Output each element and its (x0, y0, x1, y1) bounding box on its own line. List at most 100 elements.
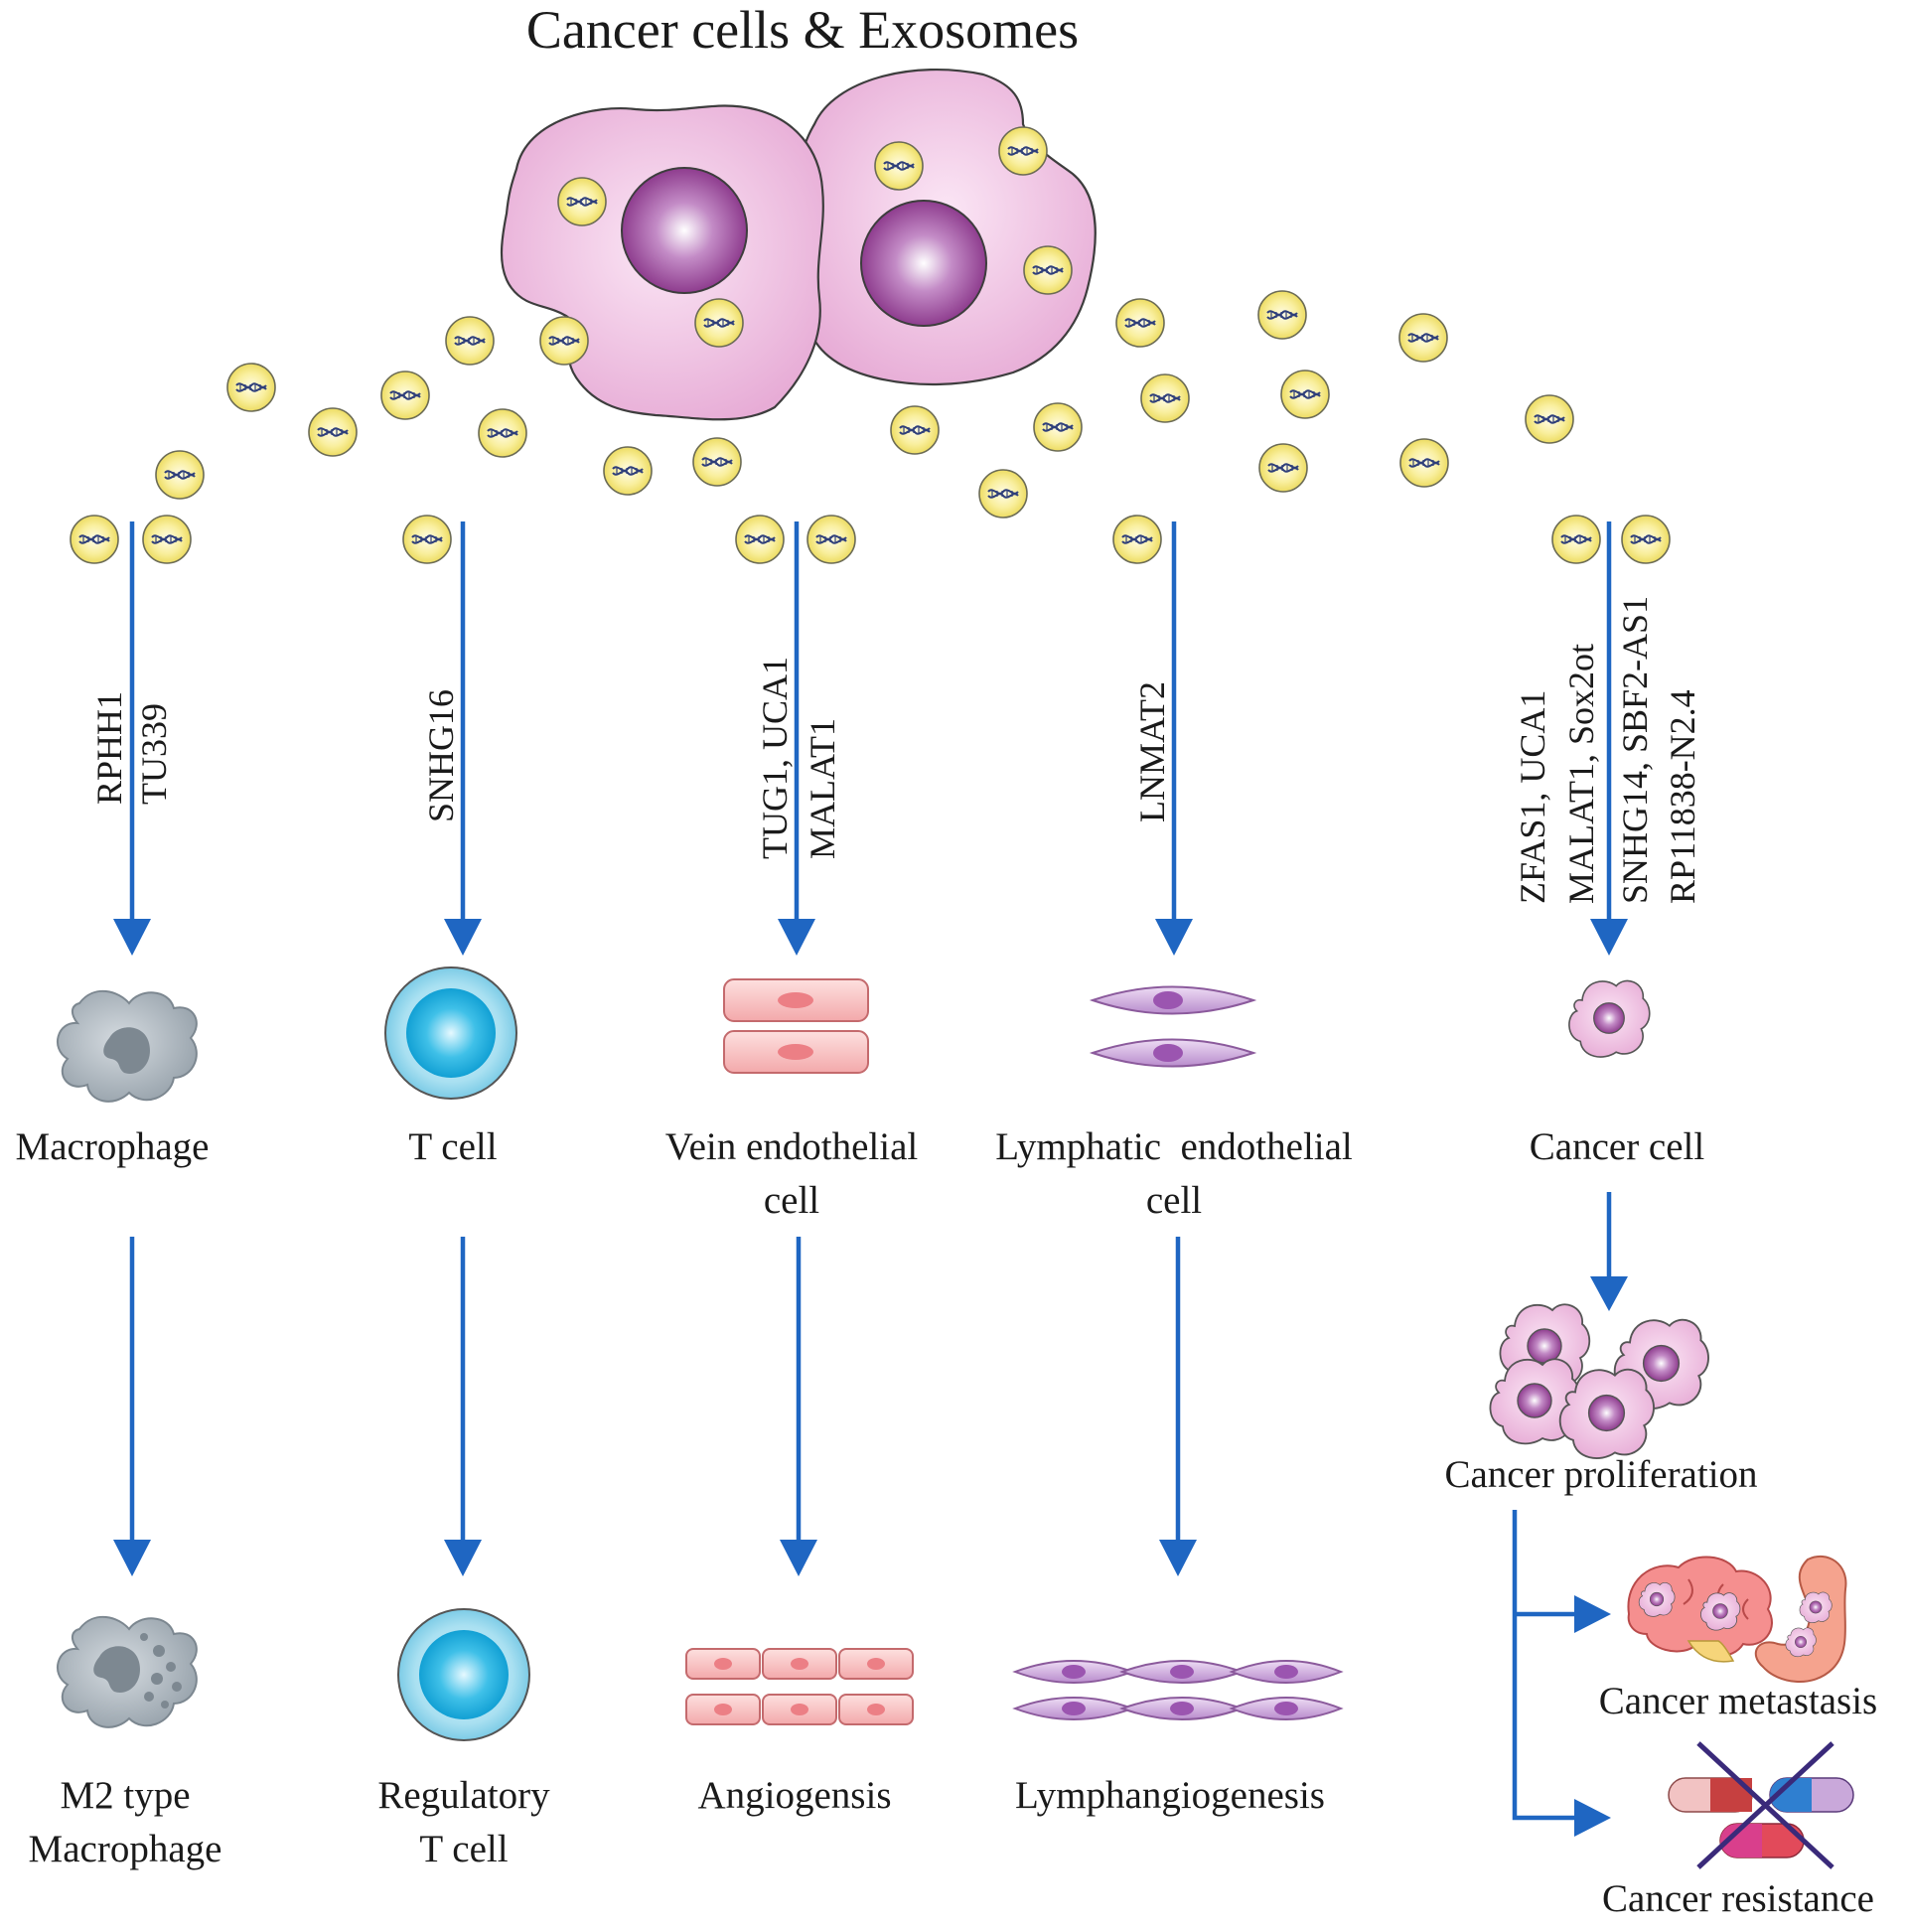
vein-cell-icon (762, 1648, 837, 1680)
lymph-cell-icon (1229, 1660, 1344, 1684)
pill-icon (1719, 1823, 1805, 1858)
label-treg-2: T cell (419, 1828, 508, 1870)
nucleus-right (860, 200, 987, 327)
exosome-icon (478, 408, 527, 458)
cancer-cells-cluster (500, 69, 1097, 421)
lncrna-macrophage-2: TU339 (134, 703, 174, 805)
exosome-icon (226, 363, 276, 412)
arrowhead-resistance (1574, 1799, 1611, 1837)
arrowhead-angio (780, 1540, 817, 1576)
lncrna-cancer-1: ZFAS1, UCA1 (1513, 690, 1552, 904)
arrowhead-cancer-cell (1590, 919, 1628, 956)
vein-cell-icon (838, 1648, 914, 1680)
exosome-icon (1280, 370, 1330, 419)
resistance-pills (1668, 1741, 1854, 1869)
exosome-icon (308, 407, 358, 457)
angiogenesis-cells (685, 1648, 914, 1725)
label-macrophage: Macrophage (16, 1125, 210, 1168)
exosome-icon (1525, 394, 1574, 444)
lncrna-cancer-3: SNHG14, SBF2-AS1 (1615, 596, 1655, 904)
lymph-cell-icon (1012, 1697, 1135, 1720)
exosome-icon (155, 450, 205, 500)
exosome-icon (874, 141, 924, 191)
label-angio: Angiogensis (698, 1774, 892, 1817)
label-proliferation: Cancer proliferation (1444, 1453, 1757, 1496)
lncrna-cancer-2: MALAT1, Sox2ot (1561, 644, 1601, 904)
cross-icon (1696, 1741, 1834, 1869)
label-cancer-cell: Cancer cell (1530, 1125, 1705, 1168)
exosome-icon (1551, 515, 1601, 564)
arrowhead-treg (444, 1540, 482, 1576)
arrowhead-lymphangio (1159, 1540, 1197, 1576)
pill-icon (1769, 1777, 1854, 1813)
label-lymph-1: Lymphatic endothelial (995, 1125, 1353, 1168)
arrowhead-tcell (444, 919, 482, 956)
exosome-icon (735, 515, 785, 564)
t-cell (384, 966, 517, 1100)
arrowhead-macrophage (113, 919, 151, 956)
lymphangiogenesis-cells (1012, 1660, 1344, 1720)
label-m2-2: Macrophage (29, 1828, 222, 1870)
lncrna-labels: RPHH1 TU339 SNHG16 TUG1, UCA1 MALAT1 LNM… (89, 596, 1702, 904)
exosome-icon (890, 405, 940, 455)
lncrna-vein-2: MALAT1 (803, 718, 842, 859)
lymph-cell-icon (1119, 1697, 1245, 1720)
lncrna-vein-1: TUG1, UCA1 (755, 657, 795, 859)
label-treg-1: Regulatory (377, 1774, 550, 1817)
vein-cell-icon (685, 1648, 761, 1680)
lncrna-tcell-1: SNHG16 (421, 689, 461, 822)
vein-cell-icon (838, 1694, 914, 1725)
arrowhead-metastasis (1574, 1595, 1611, 1633)
cell-labels: Macrophage T cell Vein endothelial cell … (16, 1125, 1878, 1920)
metastasis-organs (1627, 1555, 1847, 1683)
nucleus-left (621, 167, 748, 294)
vein-cell-icon (685, 1694, 761, 1725)
exosome-icon (998, 126, 1048, 176)
exosome-icon (694, 298, 744, 348)
vein-endothelial-cell (723, 978, 869, 1074)
exosome-icon (445, 316, 495, 366)
label-resistance: Cancer resistance (1602, 1877, 1874, 1920)
exosome-icon (142, 515, 192, 564)
arrowhead-lymph (1155, 919, 1193, 956)
arrowhead-vein (778, 919, 815, 956)
exosome-icon (806, 515, 856, 564)
exosome-icon (1115, 298, 1165, 348)
lymph-cell-icon (1229, 1697, 1344, 1720)
exosome-icon (1399, 438, 1449, 488)
lncrna-macrophage-1: RPHH1 (89, 691, 129, 805)
regulatory-t-cell (397, 1608, 530, 1741)
label-t-cell: T cell (408, 1125, 497, 1168)
exosome-icon (603, 446, 653, 496)
exosome-icon (1398, 313, 1448, 363)
exosome-icon (1140, 373, 1190, 423)
arrowhead-proliferation (1590, 1276, 1628, 1311)
exosome-icon (380, 371, 430, 420)
m2-macrophage-cell (57, 1615, 198, 1728)
exosome-icon (978, 469, 1028, 519)
small-cancer-cell (1568, 979, 1651, 1058)
exosome-icon (1033, 402, 1083, 452)
diagram-title: Cancer cells & Exosomes (526, 0, 1079, 60)
label-metastasis: Cancer metastasis (1599, 1680, 1877, 1722)
label-lymph-2: cell (1146, 1179, 1202, 1222)
lymphatic-endothelial-cell (1089, 985, 1257, 1068)
label-vein-2: cell (764, 1179, 819, 1222)
exosome-icon (1023, 245, 1073, 295)
label-vein-1: Vein endothelial (665, 1125, 919, 1168)
exosome-icon (1112, 515, 1162, 564)
arrow-branch-line (1512, 1510, 1579, 1821)
arrowhead-m2 (113, 1540, 151, 1576)
stomach-icon (1754, 1555, 1847, 1683)
lymph-cell-icon (1012, 1660, 1135, 1684)
exosome-icon (692, 437, 742, 487)
exosome-icon (1257, 290, 1307, 340)
exosome-icon (539, 316, 589, 366)
lymph-cell-icon (1119, 1660, 1245, 1684)
arrows-group (113, 521, 1628, 1837)
label-m2-1: M2 type (60, 1774, 190, 1817)
proliferation-cluster (1489, 1303, 1709, 1459)
label-lymphangio: Lymphangiogenesis (1015, 1774, 1325, 1817)
exosome-icon (1258, 443, 1308, 493)
